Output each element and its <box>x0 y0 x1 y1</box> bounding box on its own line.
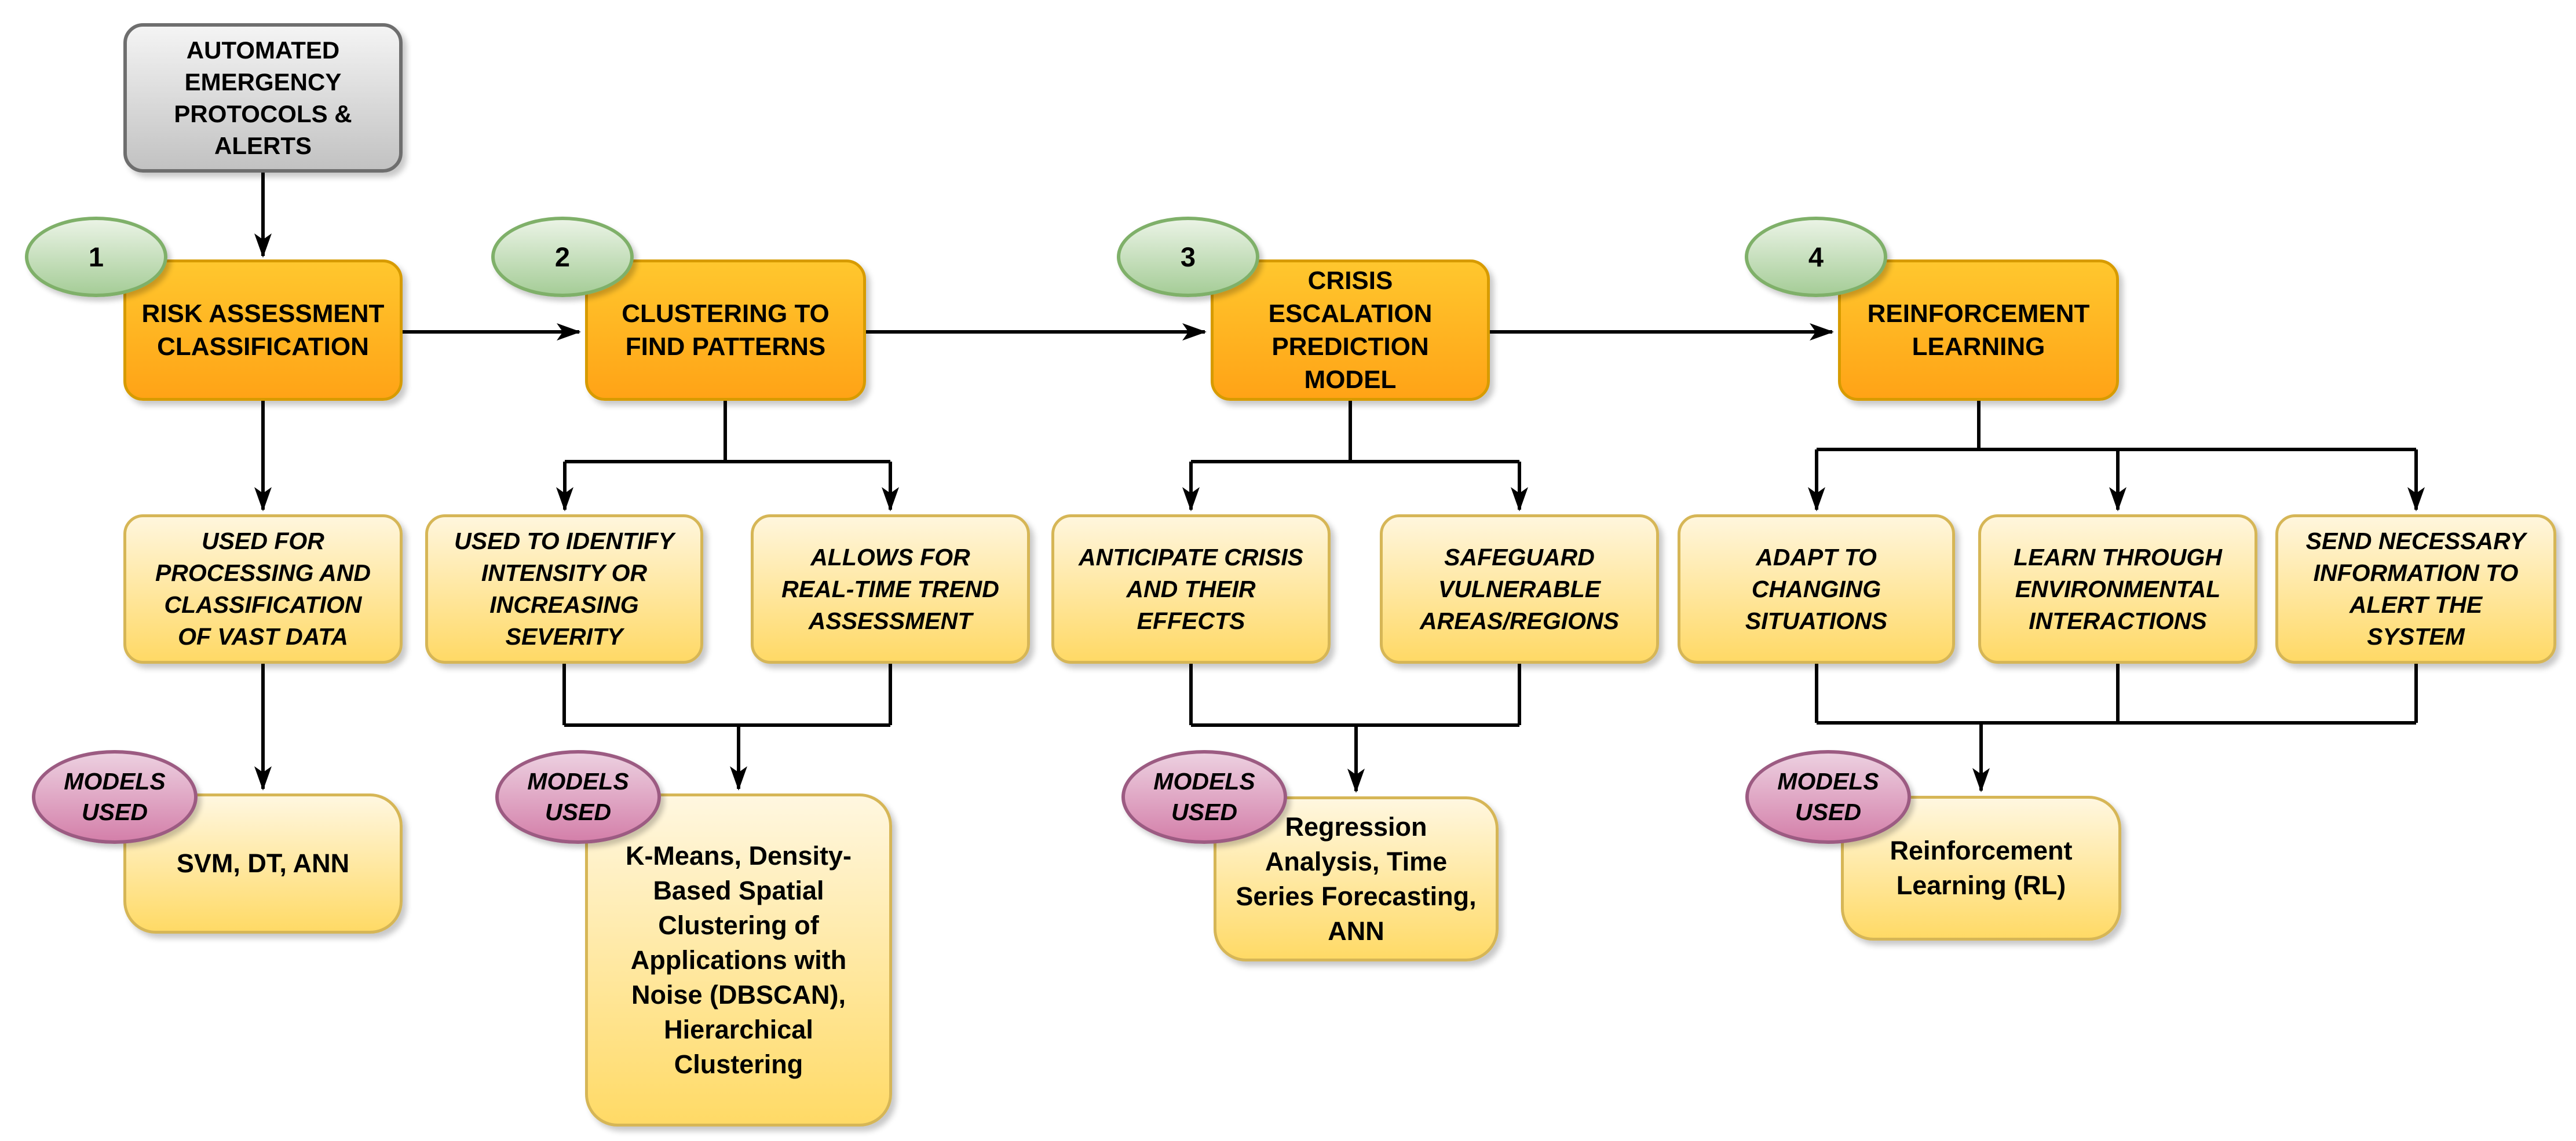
stage-4-purpose-3-box: SEND NECESSARY INFORMATION TO ALERT THE … <box>2275 514 2556 664</box>
stage-1-purpose-1-box: USED FOR PROCESSING AND CLASSIFICATION O… <box>123 514 403 664</box>
stage-3-title: CRISIS ESCALATION PREDICTION MODEL <box>1268 266 1433 394</box>
stage-4-models-label: Reinforcement Learning (RL) <box>1890 836 2073 900</box>
stage-3-models-badge: MODELS USED <box>1121 750 1287 844</box>
stage4-split-line <box>1817 401 2416 451</box>
stage-2-purpose-2-box: ALLOWS FOR REAL-TIME TREND ASSESSMENT <box>751 514 1030 664</box>
stage-1-models-label: SVM, DT, ANN <box>176 849 350 878</box>
stage-2-title: CLUSTERING TO FIND PATTERNS <box>622 299 830 361</box>
stage-3-models-label: Regression Analysis, Time Series Forecas… <box>1236 811 1477 946</box>
stage-1-purpose-1-label: USED FOR PROCESSING AND CLASSIFICATION O… <box>155 528 371 650</box>
stage-4-purpose-2-label: LEARN THROUGH ENVIRONMENTAL INTERACTIONS <box>2014 543 2222 634</box>
stage-2-purpose-2-label: ALLOWS FOR REAL-TIME TREND ASSESSMENT <box>781 543 999 634</box>
stage-2-models-badge: MODELS USED <box>495 750 661 844</box>
stage3-merge-line <box>1189 664 1521 727</box>
stage-3-number: 3 <box>1180 242 1196 272</box>
stage-1-number: 1 <box>88 242 104 272</box>
stage-1-number-badge: 1 <box>25 217 167 297</box>
stage-4-title: REINFORCEMENT LEARNING <box>1867 299 2090 361</box>
stage2-merge-line <box>562 664 892 727</box>
stage-4-number: 4 <box>1808 242 1824 272</box>
stage-3-purpose-2-label: SAFEGUARD VULNERABLE AREAS/REGIONS <box>1420 543 1619 634</box>
models-used-label: MODELS USED <box>64 768 166 825</box>
stage-3-number-badge: 3 <box>1117 217 1259 297</box>
stage-4-purpose-2-box: LEARN THROUGH ENVIRONMENTAL INTERACTIONS <box>1978 514 2257 664</box>
stage-2-models-label: K-Means, Density- Based Spatial Clusteri… <box>625 840 852 1079</box>
stage-1-title: RISK ASSESSMENT CLASSIFICATION <box>141 299 385 361</box>
stage-2-box: CLUSTERING TO FIND PATTERNS <box>585 259 866 401</box>
stage-2-purpose-1-box: USED TO IDENTIFY INTENSITY OR INCREASING… <box>425 514 703 664</box>
stage2-split-line <box>565 401 890 463</box>
stage3-split-line <box>1191 401 1519 463</box>
stage-4-purpose-1-box: ADAPT TO CHANGING SITUATIONS <box>1678 514 1955 664</box>
models-used-label: MODELS USED <box>527 768 629 825</box>
stage-2-purpose-1-label: USED TO IDENTIFY INTENSITY OR INCREASING… <box>454 528 674 650</box>
stage-3-purpose-2-box: SAFEGUARD VULNERABLE AREAS/REGIONS <box>1380 514 1659 664</box>
stage4-merge-line <box>1815 664 2418 725</box>
stage-4-number-badge: 4 <box>1745 217 1887 297</box>
stage-2-number: 2 <box>554 242 571 272</box>
stage-4-box: REINFORCEMENT LEARNING <box>1838 259 2119 401</box>
models-used-label: MODELS USED <box>1777 768 1879 825</box>
source-label: AUTOMATED EMERGENCY PROTOCOLS & ALERTS <box>174 36 352 159</box>
stage-4-purpose-1-label: ADAPT TO CHANGING SITUATIONS <box>1745 543 1888 634</box>
stage-1-box: RISK ASSESSMENT CLASSIFICATION <box>123 259 403 401</box>
stage-2-models-box: K-Means, Density- Based Spatial Clusteri… <box>585 793 892 1127</box>
stage-2-number-badge: 2 <box>491 217 634 297</box>
source-box: AUTOMATED EMERGENCY PROTOCOLS & ALERTS <box>123 23 403 173</box>
models-used-label: MODELS USED <box>1153 768 1255 825</box>
stage-3-purpose-1-label: ANTICIPATE CRISIS AND THEIR EFFECTS <box>1079 543 1303 634</box>
stage-3-box: CRISIS ESCALATION PREDICTION MODEL <box>1211 259 1490 401</box>
stage-1-models-badge: MODELS USED <box>32 750 198 844</box>
stage-4-purpose-3-label: SEND NECESSARY INFORMATION TO ALERT THE … <box>2305 528 2526 650</box>
stage-4-models-badge: MODELS USED <box>1745 750 1911 844</box>
stage-3-purpose-1-box: ANTICIPATE CRISIS AND THEIR EFFECTS <box>1051 514 1331 664</box>
